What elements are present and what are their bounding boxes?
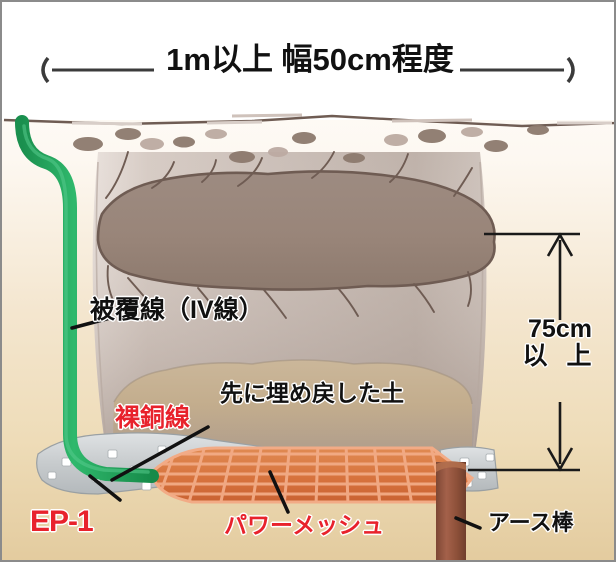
insulated-iv-wire: [15, 115, 159, 483]
horizontal-dimension-label: 1m以上 幅50cm程度: [166, 42, 454, 77]
horizontal-dimension-arrow: [41, 56, 575, 84]
leader-insulated-wire: [70, 316, 112, 330]
label-backfilled-soil: 先に埋め戻した土: [220, 380, 404, 406]
label-bare-copper-wire: 裸銅線: [115, 404, 191, 432]
label-insulated-wire: 被覆線（IV線）: [90, 296, 264, 324]
leader-ground-rod: [454, 516, 482, 530]
power-mesh-grid: [150, 446, 475, 504]
leader-bare-copper-wire: [110, 425, 210, 482]
label-ground-rod: アース棒: [488, 510, 574, 535]
vertical-dimension-label: 75cm 以 上: [516, 317, 604, 369]
vertical-dimension-value: 75cm: [528, 315, 592, 343]
ground-surface-line: [3, 113, 614, 128]
label-product-code: EP-1: [30, 505, 94, 538]
label-power-mesh: パワーメッシュ: [224, 512, 385, 538]
vertical-dimension-arrow: [468, 232, 580, 472]
leader-ep1: [88, 474, 122, 502]
excavated-soil-mound: [73, 125, 549, 319]
vertical-dimension-qualifier: 以 上: [522, 342, 598, 370]
leader-power-mesh: [268, 470, 290, 514]
ground-rod: [436, 461, 466, 560]
leader-lines: [70, 316, 482, 530]
